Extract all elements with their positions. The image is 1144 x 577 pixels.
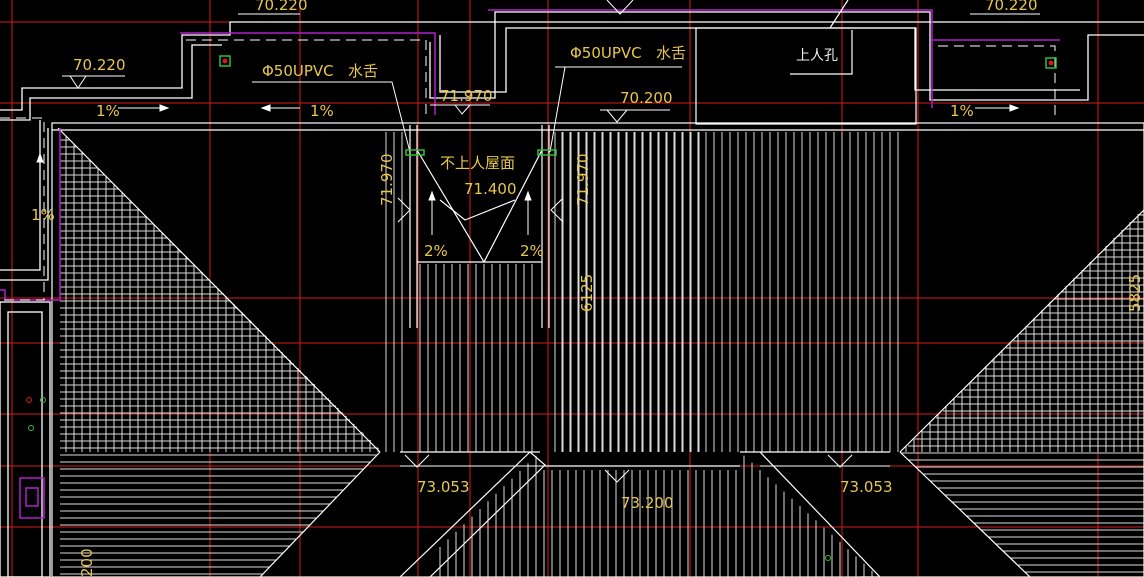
slope-label-1pct-c: 1% [950,102,974,120]
elevation-markers [69,0,853,483]
dim-6125: 6125 [578,274,596,312]
elev-73053-right: 73.053 [840,478,893,496]
slope-arrows [36,104,1020,235]
dim-200: 200 [78,548,96,577]
slope-label-1pct-a: 1% [96,102,120,120]
elev-71400: 71.400 [464,180,517,198]
elev-71970-top: 71.970 [440,87,493,105]
elev-71970-left-vertical: 71.970 [378,154,396,207]
label-leader-lines [62,13,1040,467]
parapet-walls [0,11,1144,577]
elevation-labels: 70.220 70.220 70.220 71.970 70.200 71.40… [73,0,1038,512]
dashed-gutter-lines [0,39,1056,301]
roof-outline [51,122,1144,577]
elev-70220-right: 70.220 [985,0,1038,14]
pipe-label-left: Φ50UPVC 水舌 [262,62,378,80]
elev-73200: 73.200 [621,494,674,512]
elev-70220-left: 70.220 [73,56,126,74]
hatch-note-label: 上人孔 [796,48,838,64]
elev-73053-left: 73.053 [417,478,470,496]
slope-label-1pct-d: 1% [31,206,55,224]
unaccessible-roof-recess [409,125,550,328]
elev-71970-right-vertical: 71.970 [574,154,592,207]
slope-label-1pct-b: 1% [310,102,334,120]
dim-5825: 5825 [1126,274,1144,312]
elev-70200: 70.200 [620,89,673,107]
slope-label-2pct-b: 2% [520,242,544,260]
elev-70220-top: 70.220 [255,0,308,14]
annotation-labels: Φ50UPVC 水舌 Φ50UPVC 水舌 不上人屋面 上人孔 [262,44,838,172]
roof-hatching [60,132,1144,577]
roof-note-label: 不上人屋面 [440,154,515,172]
roof-drains [25,55,1057,561]
slope-labels: 1% 1% 1% 1% 2% 2% [31,102,974,260]
roof-hatch-box [695,0,917,125]
pipe-label-right: Φ50UPVC 水舌 [570,44,686,62]
slope-label-2pct-a: 2% [424,242,448,260]
dimension-labels: 6125 5825 200 [78,274,1144,577]
